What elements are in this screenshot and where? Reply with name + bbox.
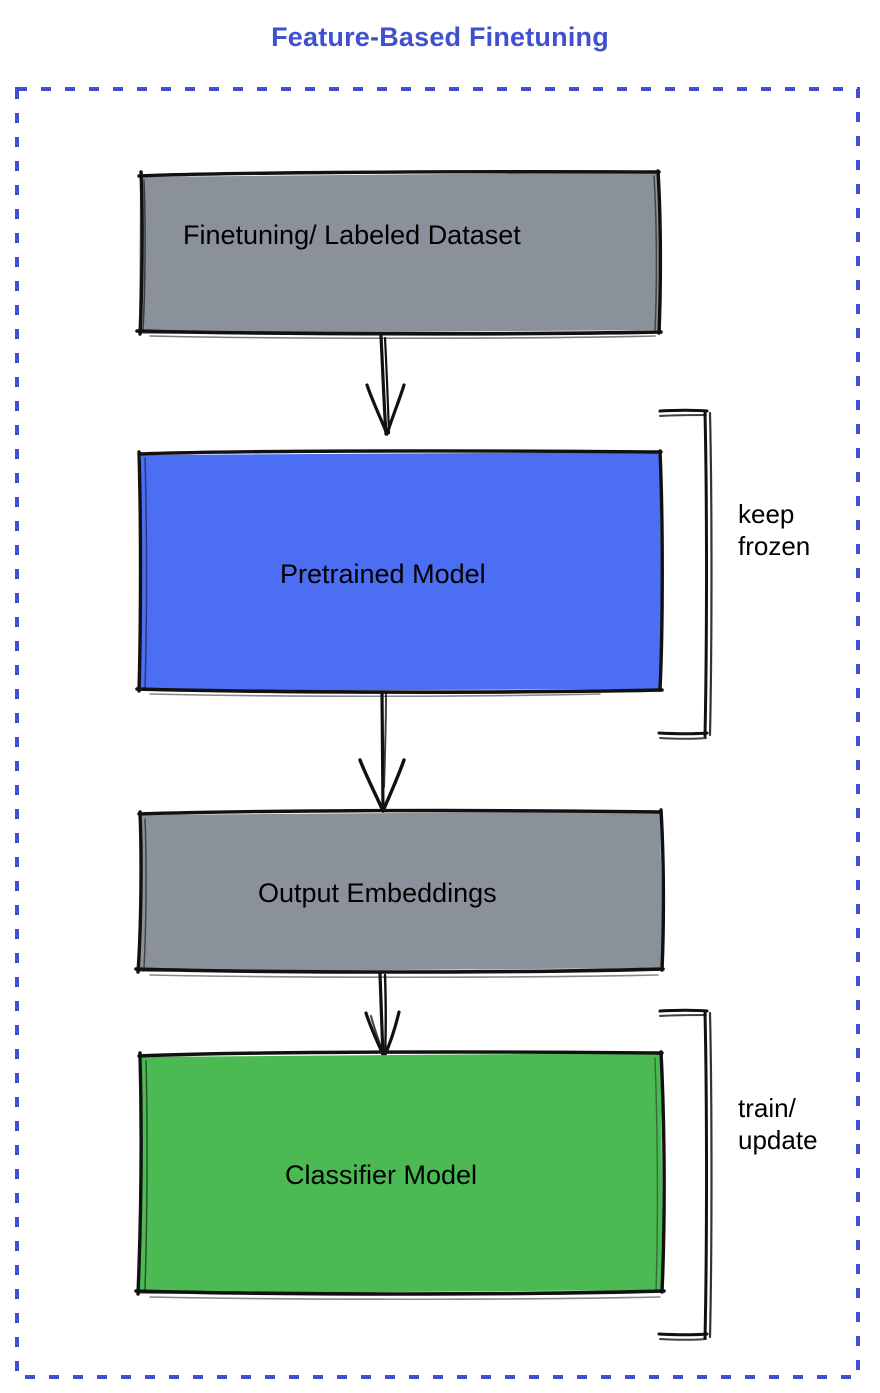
edge-pretrained-to-embeddings — [358, 691, 406, 813]
node-output-embeddings-sketch-bottom — [149, 974, 659, 979]
node-classifier-model-fill — [139, 1053, 663, 1294]
annotation-train-update-line2: update — [738, 1124, 818, 1155]
annotation-train-update-line1: train/ — [738, 1093, 796, 1123]
node-classifier-model-sketch-right — [654, 1057, 659, 1291]
node-output-embeddings-fill — [139, 811, 663, 972]
node-dataset-edge-top — [137, 170, 661, 178]
bracket-train-update — [657, 1008, 713, 1341]
node-pretrained-model-fill — [140, 452, 661, 691]
node-pretrained-model-label: Pretrained Model — [280, 559, 486, 589]
edge-embeddings-to-classifier — [364, 972, 401, 1059]
node-output-embeddings-sketch-left — [143, 818, 147, 969]
annotation-keep-frozen: keep frozen — [738, 499, 810, 562]
node-classifier-model-sketch-bottom — [149, 1296, 661, 1301]
node-dataset-label: Finetuning/ Labeled Dataset — [183, 220, 521, 250]
node-dataset-edge-bottom — [135, 329, 663, 336]
node-pretrained-model[interactable] — [135, 449, 664, 698]
node-pretrained-model-sketch-bottom — [149, 693, 601, 698]
node-dataset[interactable] — [135, 169, 663, 340]
node-output-embeddings-edge-right — [659, 808, 666, 972]
node-pretrained-model-sketch-left — [144, 457, 148, 689]
annotation-train-update: train/ update — [738, 1093, 818, 1156]
node-output-embeddings-edge-bottom — [134, 967, 665, 974]
node-output-embeddings[interactable] — [134, 808, 666, 979]
node-pretrained-model-edge-bottom — [135, 687, 664, 694]
annotation-keep-frozen-line2: frozen — [738, 530, 811, 561]
annotation-keep-frozen-line1: keep — [738, 499, 795, 529]
node-pretrained-model-edge-top — [138, 449, 663, 456]
node-output-embeddings-label: Output Embeddings — [258, 878, 497, 908]
node-dataset-edge-left — [138, 170, 144, 336]
node-classifier-model[interactable] — [134, 1050, 666, 1301]
node-classifier-model-edge-top — [137, 1050, 664, 1058]
node-output-embeddings-edge-left — [136, 810, 143, 974]
node-pretrained-model-edge-left — [137, 450, 143, 693]
node-classifier-model-sketch-left — [144, 1060, 148, 1291]
node-dataset-fill — [139, 172, 661, 334]
node-classifier-model-label: Classifier Model — [285, 1160, 478, 1190]
node-output-embeddings-edge-top — [137, 808, 663, 816]
node-classifier-model-edge-left — [136, 1051, 143, 1296]
node-dataset-edge-right — [656, 169, 663, 335]
edge-dataset-to-pretrained — [365, 334, 406, 436]
page-title: Feature-Based Finetuning — [271, 22, 609, 52]
node-classifier-model-edge-right — [659, 1050, 666, 1294]
node-dataset-sketch-right — [653, 175, 658, 332]
dashed-container-border — [15, 87, 860, 1379]
node-dataset-sketch-left — [142, 179, 146, 331]
node-dataset-sketch-bottom — [149, 335, 656, 340]
bracket-keep-frozen — [657, 408, 713, 740]
node-classifier-model-edge-bottom — [134, 1289, 666, 1296]
node-pretrained-model-edge-right — [658, 449, 664, 692]
